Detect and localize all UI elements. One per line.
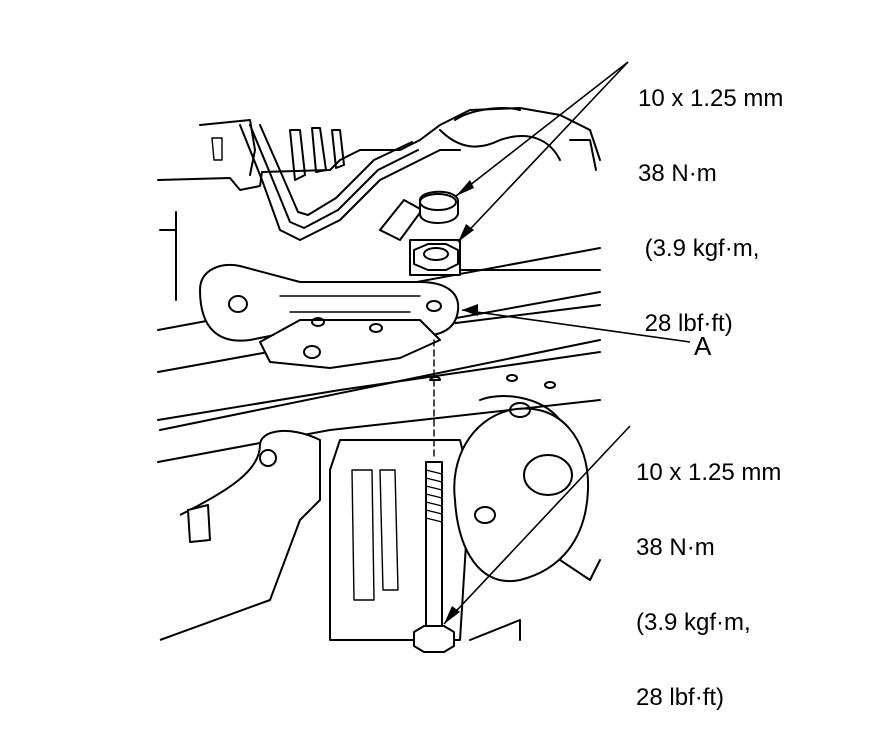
- bottom-bolt-size: 10 x 1.25 mm: [636, 459, 782, 486]
- bottom-bolt-torque-lbf: 28 lbf·ft): [636, 684, 725, 711]
- bracket-a: [199, 264, 460, 369]
- callout-leaders: [443, 61, 691, 625]
- top-bolt-torque-kgf: (3.9 kgf·m,: [638, 235, 760, 262]
- bottom-bolt-torque-kgf: (3.9 kgf·m,: [636, 609, 751, 636]
- top-bolts: [379, 190, 461, 276]
- bottom-bolt-torque-nm: 38 N·m: [636, 534, 715, 561]
- top-bolt-torque-lbf: 28 lbf·ft): [638, 310, 733, 337]
- part-a-label: A: [694, 331, 712, 361]
- lower-housing: [159, 374, 601, 641]
- brake-pipes: [239, 124, 461, 241]
- top-bolt-torque-callout: 10 x 1.25 mm 38 N·m (3.9 kgf·m, 28 lbf·f…: [638, 36, 783, 361]
- long-bolt: [413, 339, 455, 653]
- bottom-bolt-torque-callout: 10 x 1.25 mm 38 N·m (3.9 kgf·m, 28 lbf·f…: [636, 410, 781, 735]
- top-bolt-size: 10 x 1.25 mm: [638, 85, 784, 112]
- top-bolt-torque-nm: 38 N·m: [638, 160, 717, 187]
